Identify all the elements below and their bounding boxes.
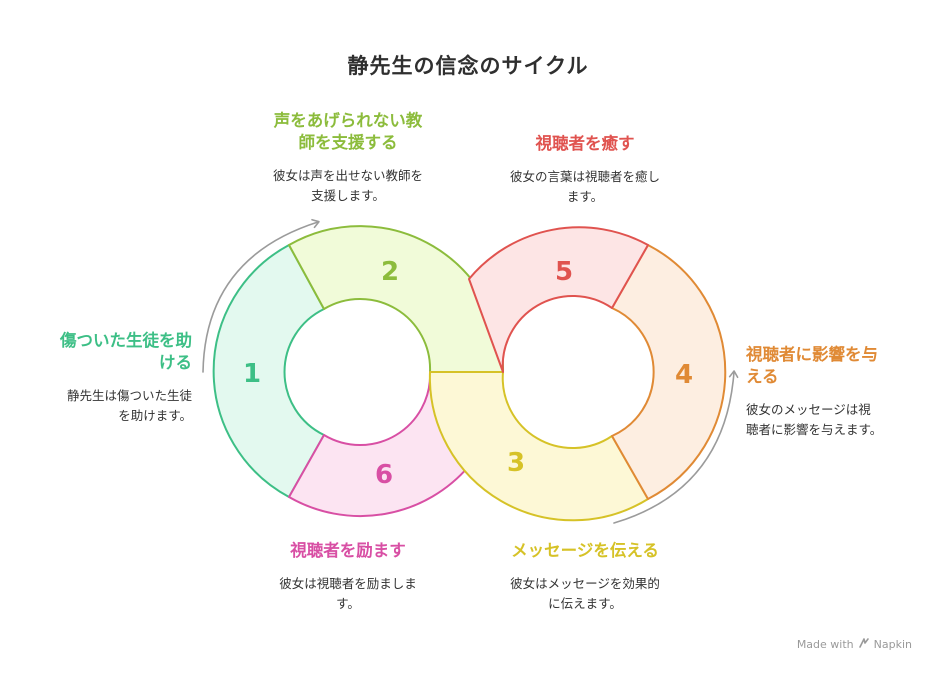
- stage-3-title: メッセージを伝える: [511, 541, 659, 560]
- segment-2[interactable]: [288, 225, 505, 373]
- stage-6-block: 視聴者を励ます 彼女は視聴者を励まします。: [243, 540, 453, 614]
- stage-2-description: 彼女は声を出せない教師を支援します。: [272, 168, 423, 203]
- napkin-logo-icon: [858, 637, 870, 652]
- stage-5-description: 彼女の言葉は視聴者を癒します。: [509, 169, 660, 204]
- stage-5-title: 視聴者を癒す: [535, 134, 635, 153]
- stage-1-description: 静先生は傷ついた生徒を助けます。: [66, 388, 192, 423]
- stage-5-block: 視聴者を癒す 彼女の言葉は視聴者を癒します。: [480, 133, 690, 207]
- segment-3[interactable]: [428, 371, 649, 522]
- stage-2-block: 声をあげられない教師を支援する 彼女は声を出せない教師を支援します。: [243, 110, 453, 206]
- stage-3-description: 彼女はメッセージを効果的に伝えます。: [510, 576, 660, 611]
- segment-4[interactable]: [611, 244, 727, 500]
- segment-1[interactable]: [212, 244, 325, 498]
- segment-number-4: 4: [675, 360, 693, 390]
- stage-1-block: 傷ついた生徒を助ける 静先生は傷ついた生徒を助けます。: [20, 330, 192, 426]
- diagram-title: 静先生の信念のサイクル: [347, 54, 589, 78]
- segment-number-1: 1: [243, 359, 261, 389]
- segment-number-2: 2: [381, 257, 399, 287]
- stage-1-title: 傷ついた生徒を助ける: [60, 331, 192, 372]
- stage-6-title: 視聴者を励ます: [290, 541, 406, 560]
- stage-2-title: 声をあげられない教師を支援する: [273, 111, 423, 152]
- segment-number-6: 6: [375, 460, 393, 490]
- stage-4-title: 視聴者に影響を与える: [746, 345, 878, 386]
- cycle-arrow-left: [202, 218, 320, 373]
- stage-4-block: 視聴者に影響を与える 彼女のメッセージは視聴者に影響を与えます。: [746, 344, 918, 440]
- cycle-arrow-right: [613, 370, 739, 524]
- stage-4-description: 彼女のメッセージは視聴者に影響を与えます。: [746, 402, 883, 437]
- footer-credit[interactable]: Made with Napkin: [797, 637, 912, 652]
- segment-5[interactable]: [468, 226, 649, 373]
- footer-brand: Napkin: [873, 638, 912, 651]
- stage-3-block: メッセージを伝える 彼女はメッセージを効果的に伝えます。: [478, 540, 692, 614]
- segment-number-5: 5: [555, 257, 573, 287]
- footer-label: Made with: [796, 638, 854, 651]
- segment-number-3: 3: [507, 448, 525, 478]
- stage-6-description: 彼女は視聴者を励まします。: [279, 576, 417, 611]
